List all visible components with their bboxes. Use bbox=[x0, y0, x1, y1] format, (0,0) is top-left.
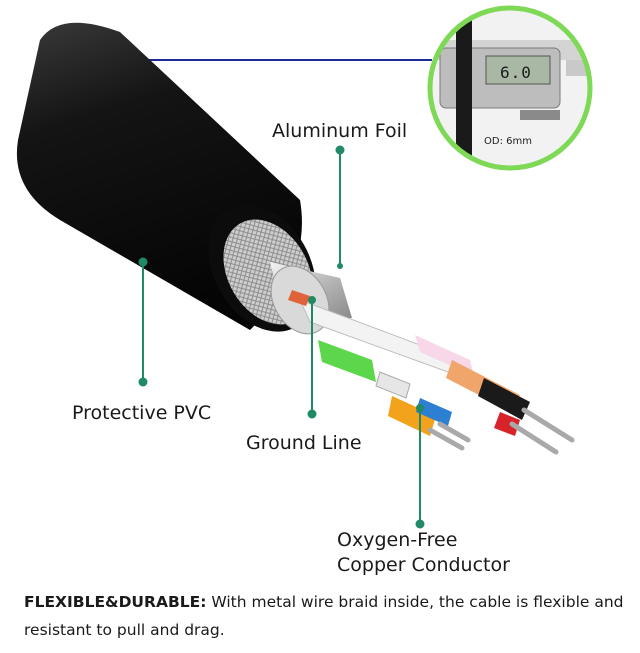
ground-line-label: Ground Line bbox=[246, 432, 362, 454]
copper-label-line1: Oxygen-Free bbox=[337, 529, 458, 551]
aluminum-foil-label: Aluminum Foil bbox=[272, 120, 408, 142]
caliper-inset bbox=[427, 5, 593, 171]
caliper-reading: 6.0 bbox=[500, 63, 532, 82]
callout-lines bbox=[138, 145, 425, 529]
copper-conductor-label: Oxygen-Free Copper Conductor bbox=[337, 528, 510, 578]
copper-label-line2: Copper Conductor bbox=[337, 554, 510, 576]
feature-caption: FLEXIBLE&DURABLE: With metal wire braid … bbox=[24, 588, 634, 644]
protective-pvc-label: Protective PVC bbox=[72, 402, 212, 424]
od-measurement-label: OD: 6mm bbox=[484, 136, 532, 147]
inner-wires bbox=[288, 290, 575, 455]
caption-lead: FLEXIBLE&DURABLE: bbox=[24, 593, 207, 611]
caption-body: With metal wire braid inside, the cable … bbox=[24, 593, 624, 639]
